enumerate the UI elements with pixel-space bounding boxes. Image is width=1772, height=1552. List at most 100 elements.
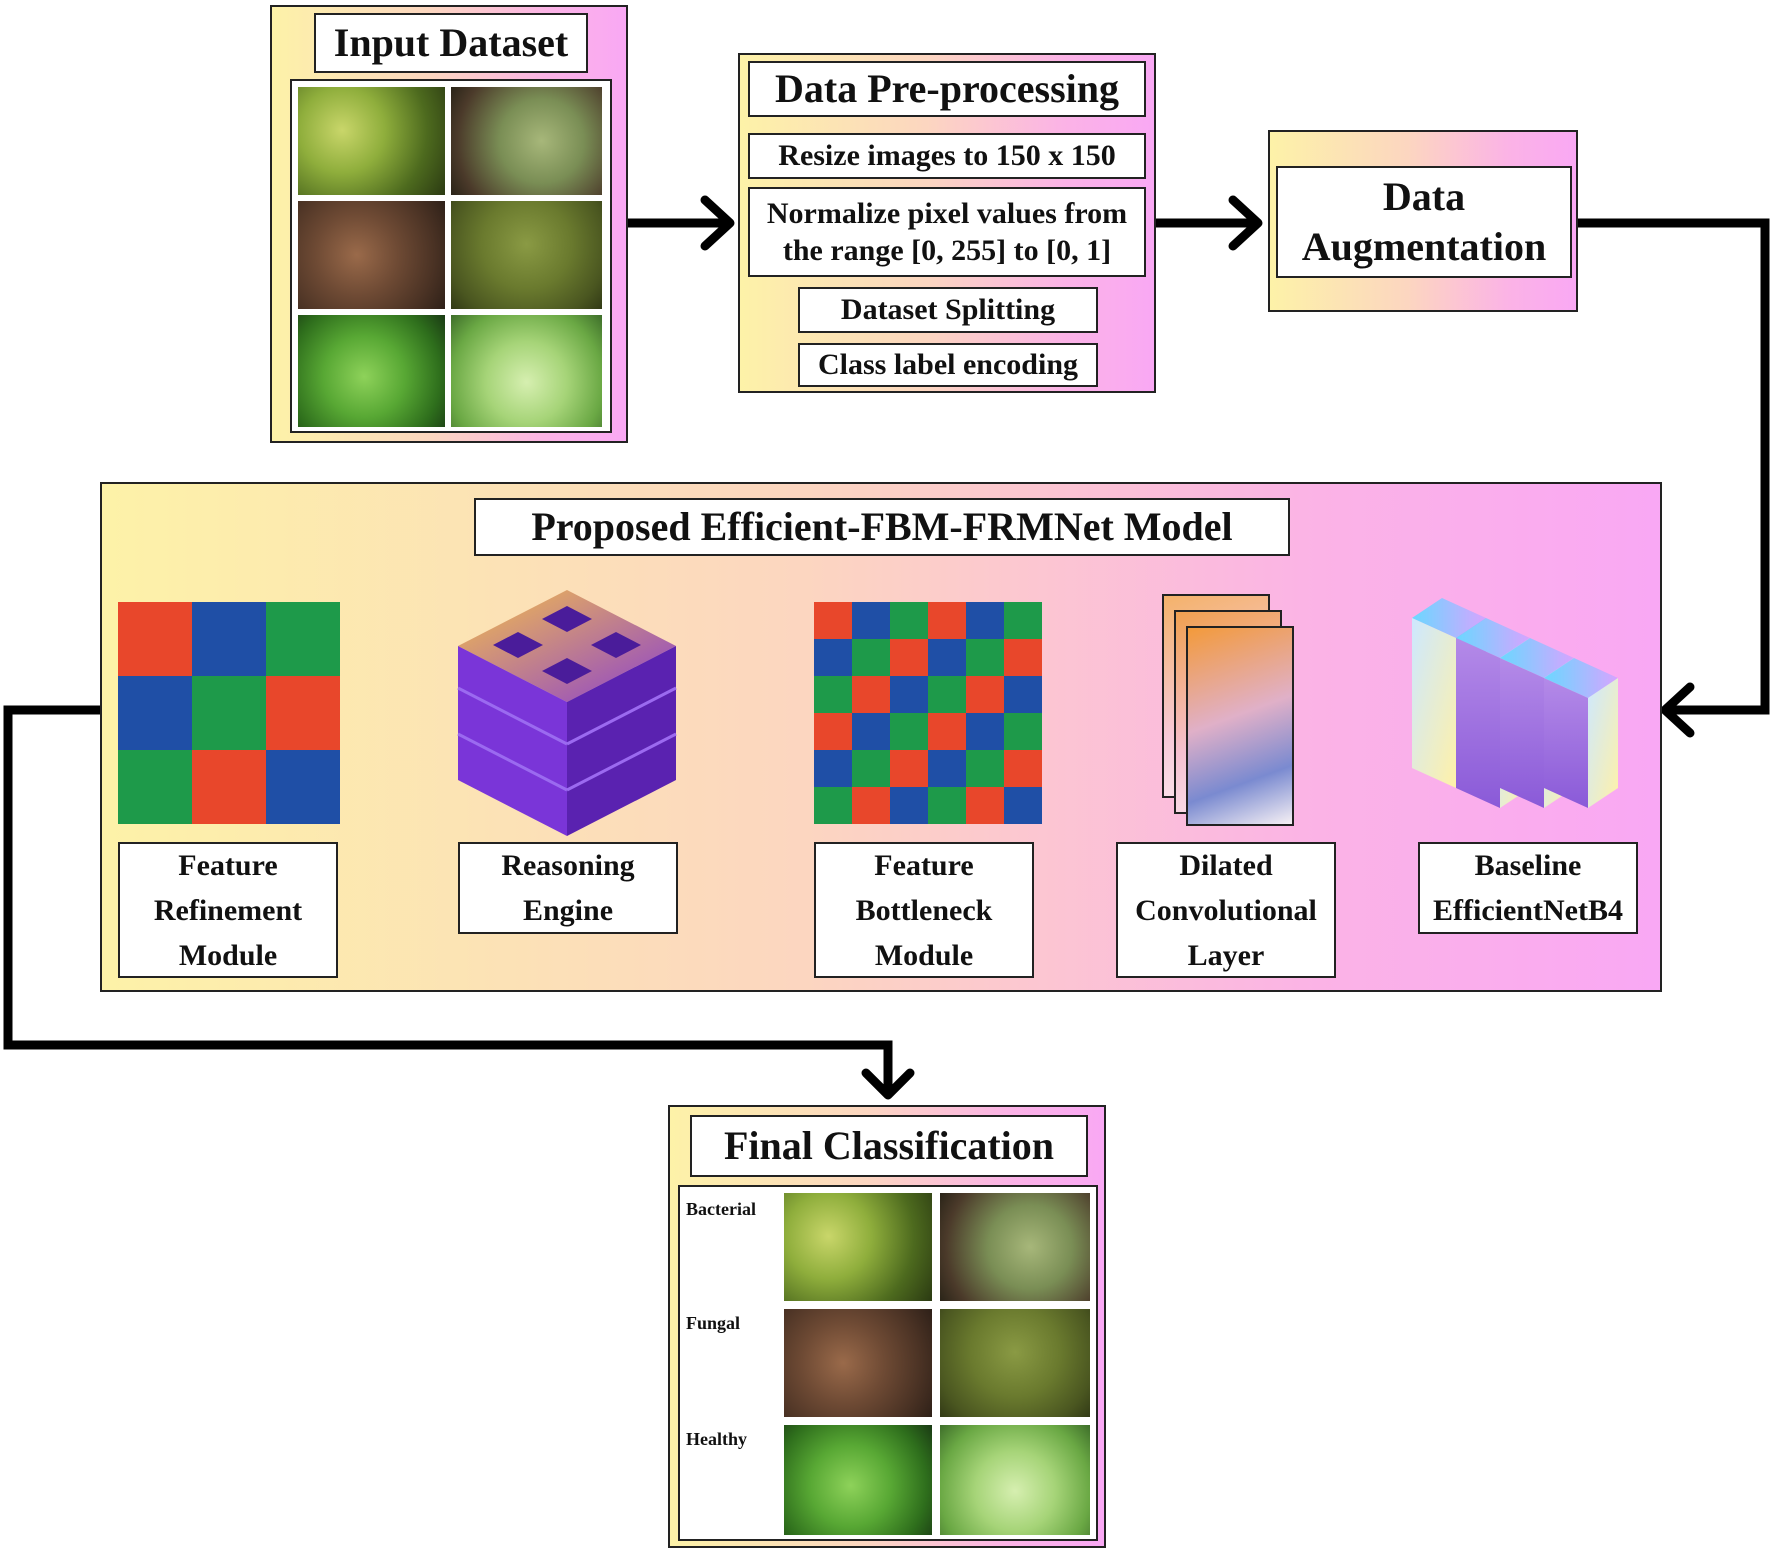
bottleneck-cell bbox=[966, 787, 1004, 824]
preprocessing-panel: Data Pre-processing Resize images to 150… bbox=[738, 53, 1156, 393]
refinement-cell bbox=[192, 750, 266, 824]
arrowhead-8 bbox=[861, 1068, 915, 1100]
bottleneck-cell bbox=[928, 676, 966, 713]
caption-reasoning-engine: Reasoning Engine bbox=[458, 842, 678, 934]
caption-line: EfficientNetB4 bbox=[1433, 894, 1623, 927]
refinement-cell bbox=[266, 602, 340, 676]
efficientnet-block bbox=[1544, 658, 1618, 808]
bottleneck-cell bbox=[852, 750, 890, 787]
class-label-bacterial: Bacterial bbox=[686, 1199, 756, 1219]
caption-line: Module bbox=[874, 938, 974, 972]
arrow-augmentation-to-model bbox=[1578, 218, 1770, 715]
leaf-image-bacterial-1 bbox=[298, 87, 445, 195]
bottleneck-cell bbox=[852, 787, 890, 824]
bacterial-image-2 bbox=[940, 1193, 1090, 1301]
caption-line: Engine bbox=[522, 894, 614, 927]
leaf-image-fungal-1 bbox=[298, 201, 445, 309]
step-resize: Resize images to 150 x 150 bbox=[748, 133, 1146, 179]
augmentation-title-line2: Augmentation bbox=[1301, 224, 1547, 269]
model-title: Proposed Efficient-FBM-FRMNet Model bbox=[474, 498, 1290, 556]
fungal-image-2 bbox=[940, 1309, 1090, 1417]
dilated-conv-sheet bbox=[1186, 626, 1294, 826]
bottleneck-cell bbox=[890, 676, 928, 713]
bottleneck-cell bbox=[928, 602, 966, 639]
bottleneck-cell bbox=[814, 639, 852, 676]
healthy-image-1 bbox=[784, 1425, 932, 1535]
caption-baseline-efficientnet: Baseline EfficientNetB4 bbox=[1418, 842, 1638, 934]
class-label-healthy: Healthy bbox=[686, 1429, 747, 1449]
caption-line: Bottleneck bbox=[855, 893, 993, 927]
bottleneck-cell bbox=[966, 639, 1004, 676]
caption-feature-refinement: Feature Refinement Module bbox=[118, 842, 338, 978]
refinement-cell bbox=[192, 602, 266, 676]
bottleneck-cell bbox=[890, 602, 928, 639]
bottleneck-cell bbox=[1004, 639, 1042, 676]
augmentation-title-line1: Data bbox=[1382, 174, 1466, 219]
refinement-cell bbox=[118, 602, 192, 676]
bottleneck-cell bbox=[814, 676, 852, 713]
baseline-efficientnet-graphic bbox=[1412, 598, 1618, 808]
feature-bottleneck-graphic bbox=[814, 602, 1042, 824]
leaf-image-healthy-2 bbox=[451, 315, 602, 427]
feature-refinement-graphic bbox=[118, 602, 340, 824]
bottleneck-cell bbox=[814, 750, 852, 787]
class-label-fungal: Fungal bbox=[686, 1313, 741, 1333]
preprocessing-title: Data Pre-processing bbox=[748, 61, 1146, 117]
refinement-cell bbox=[266, 676, 340, 750]
caption-line: Refinement bbox=[153, 893, 303, 927]
input-dataset-panel: Input Dataset bbox=[270, 5, 628, 443]
bottleneck-cell bbox=[852, 713, 890, 750]
bottleneck-cell bbox=[1004, 787, 1042, 824]
arrowhead-2 bbox=[1228, 195, 1263, 251]
bottleneck-cell bbox=[928, 787, 966, 824]
step-class-label-encoding: Class label encoding bbox=[798, 343, 1098, 387]
bottleneck-cell bbox=[1004, 676, 1042, 713]
caption-line: Feature bbox=[874, 848, 974, 882]
caption-line: Layer bbox=[1187, 938, 1265, 972]
bottleneck-cell bbox=[890, 787, 928, 824]
arrowhead-3 bbox=[1660, 682, 1695, 738]
bottleneck-cell bbox=[928, 750, 966, 787]
caption-line: Module bbox=[178, 938, 278, 972]
dilated-conv-graphic bbox=[1162, 594, 1302, 834]
step-normalize: Normalize pixel values from the range [0… bbox=[748, 187, 1146, 277]
bottleneck-cell bbox=[928, 713, 966, 750]
leaf-image-bacterial-2 bbox=[451, 87, 602, 195]
bacterial-image-1 bbox=[784, 1193, 932, 1301]
refinement-cell bbox=[118, 750, 192, 824]
step-dataset-splitting: Dataset Splitting bbox=[798, 287, 1098, 333]
bottleneck-cell bbox=[852, 602, 890, 639]
reasoning-engine-graphic bbox=[457, 590, 677, 836]
classification-panel: Final Classification Bacterial Fungal He… bbox=[668, 1105, 1106, 1548]
bottleneck-cell bbox=[814, 602, 852, 639]
arrowhead-1 bbox=[700, 195, 735, 251]
refinement-cell bbox=[192, 676, 266, 750]
refinement-cell bbox=[118, 676, 192, 750]
bottleneck-cell bbox=[890, 713, 928, 750]
caption-line: Reasoning bbox=[501, 849, 635, 882]
classification-grid: Bacterial Fungal Healthy bbox=[678, 1185, 1098, 1541]
bottleneck-cell bbox=[852, 676, 890, 713]
bottleneck-cell bbox=[966, 602, 1004, 639]
bottleneck-cell bbox=[1004, 713, 1042, 750]
caption-line: Feature bbox=[178, 848, 278, 882]
leaf-image-fungal-2 bbox=[451, 201, 602, 309]
bottleneck-cell bbox=[966, 676, 1004, 713]
bottleneck-cell bbox=[890, 639, 928, 676]
bottleneck-cell bbox=[814, 713, 852, 750]
input-image-grid bbox=[290, 79, 612, 433]
bottleneck-cell bbox=[966, 750, 1004, 787]
input-dataset-title: Input Dataset bbox=[314, 13, 588, 73]
bottleneck-cell bbox=[1004, 602, 1042, 639]
augmentation-title: Data Augmentation bbox=[1276, 166, 1572, 278]
bottleneck-cell bbox=[814, 787, 852, 824]
bottleneck-cell bbox=[966, 713, 1004, 750]
caption-line: Baseline bbox=[1474, 849, 1582, 882]
classification-title: Final Classification bbox=[690, 1115, 1088, 1177]
caption-dilated-conv: Dilated Convolutional Layer bbox=[1116, 842, 1336, 978]
refinement-cell bbox=[266, 750, 340, 824]
bottleneck-cell bbox=[890, 750, 928, 787]
bottleneck-cell bbox=[852, 639, 890, 676]
model-panel: Proposed Efficient-FBM-FRMNet Model bbox=[100, 482, 1662, 992]
bottleneck-cell bbox=[928, 639, 966, 676]
